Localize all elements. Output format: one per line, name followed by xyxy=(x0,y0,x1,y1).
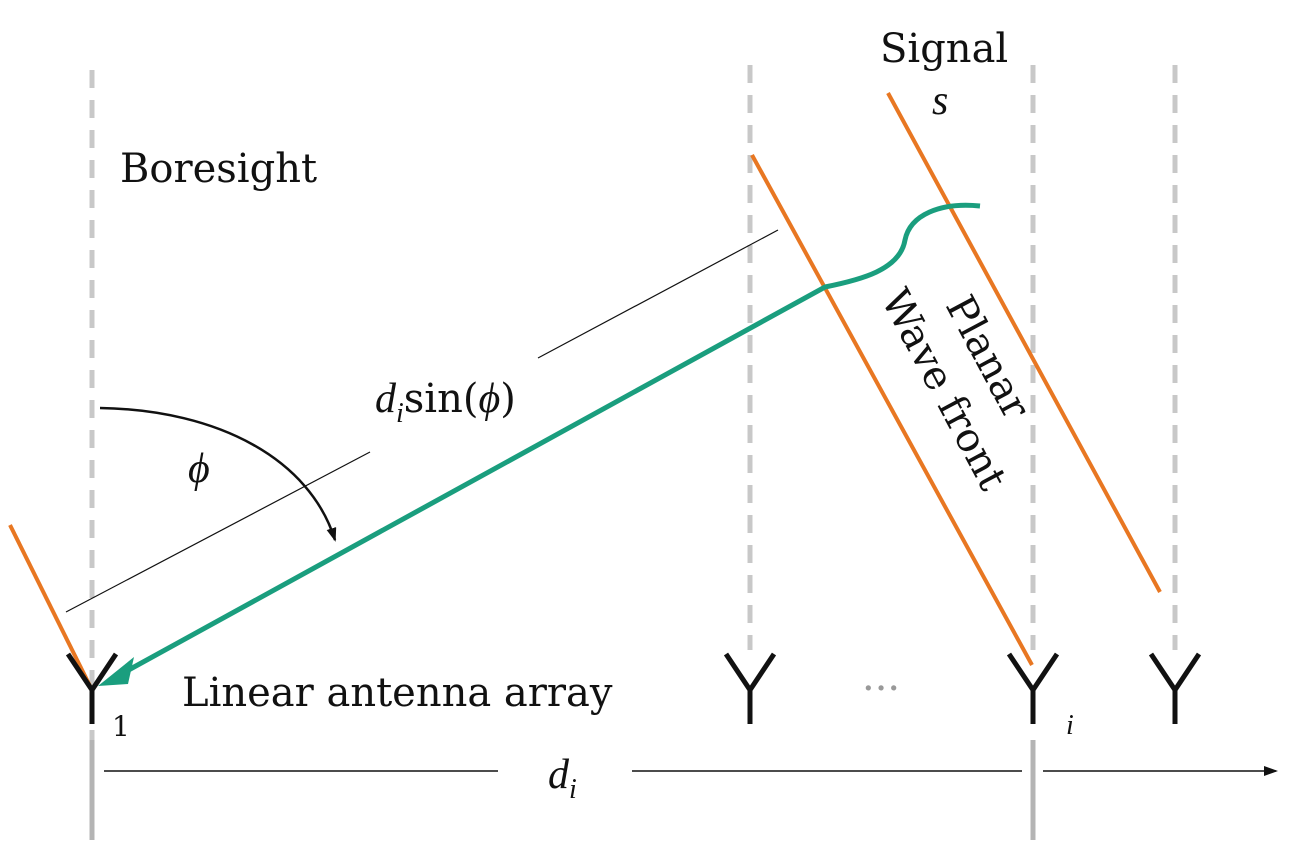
projection-line-lower xyxy=(65,451,371,613)
signal-label: Signal xyxy=(880,26,1008,72)
boresight-label: Boresight xyxy=(120,146,317,192)
wavefront-antenna-1 xyxy=(8,524,94,691)
antenna-icon xyxy=(65,652,119,724)
antenna-2-arms xyxy=(723,652,777,695)
projection-lines xyxy=(65,229,779,613)
signal-path xyxy=(123,202,981,675)
signal-path-line xyxy=(123,202,981,675)
angle-arc xyxy=(99,406,337,542)
antenna-icon xyxy=(1006,652,1060,724)
projection-line-upper xyxy=(537,229,779,359)
antenna-4-arms xyxy=(1148,652,1202,695)
antenna-baselines xyxy=(89,740,1036,840)
wavefront-planar xyxy=(750,154,1034,666)
ellipsis: ··· xyxy=(862,666,900,712)
array-label: Linear antenna array xyxy=(182,670,613,716)
distance-sub: i xyxy=(569,774,577,805)
path-length-expression: disin(ϕ) xyxy=(375,376,516,429)
distance-label: di xyxy=(548,752,577,805)
antenna-1-index: 1 xyxy=(112,710,130,743)
angle-symbol: ϕ xyxy=(188,446,210,492)
antenna-icon xyxy=(723,652,777,724)
path-expr-close: ) xyxy=(500,376,516,422)
wavefront-signal xyxy=(886,92,1162,593)
path-expr-sub: i xyxy=(396,398,404,429)
signal-symbol: s xyxy=(932,78,948,124)
path-expr-phi: ϕ xyxy=(478,376,500,422)
boresight-lines xyxy=(89,65,1178,740)
path-expr-rest: sin( xyxy=(404,376,479,422)
antenna-i-index: i xyxy=(1066,710,1074,741)
antenna-icon xyxy=(1148,652,1202,724)
antenna-i-arms xyxy=(1006,652,1060,695)
path-expr-d: d xyxy=(375,376,397,422)
distance-d: d xyxy=(548,752,570,798)
arrowhead-icon xyxy=(98,657,134,686)
wavefronts xyxy=(8,92,1162,691)
